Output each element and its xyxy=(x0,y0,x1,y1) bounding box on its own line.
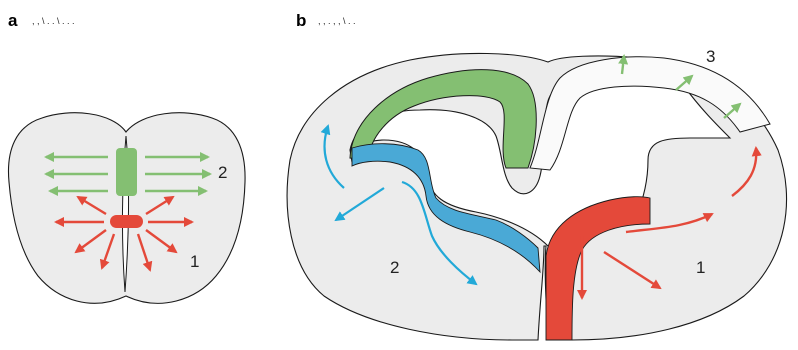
panel-a-red-zone xyxy=(110,215,143,228)
panel-b-label-1: 1 xyxy=(696,258,705,277)
panel-a-label-1: 1 xyxy=(190,252,199,271)
panel-a-label-2: 2 xyxy=(218,163,227,182)
panel-b-caption: , , . , , \ . . xyxy=(318,16,356,26)
panel-b-letter: b xyxy=(296,11,306,30)
panel-b-label-3: 3 xyxy=(706,47,715,66)
panel-a-letter: a xyxy=(8,11,18,30)
panel-a-green-zone xyxy=(116,148,137,196)
panel-b-label-2: 2 xyxy=(390,258,399,277)
panel-a: a , , \ . . \ . . . 1 2 xyxy=(8,11,245,303)
panel-a-caption: , , \ . . \ . . . xyxy=(32,16,75,26)
panel-b: b , , . , , \ . . 1 2 3 xyxy=(287,11,786,340)
